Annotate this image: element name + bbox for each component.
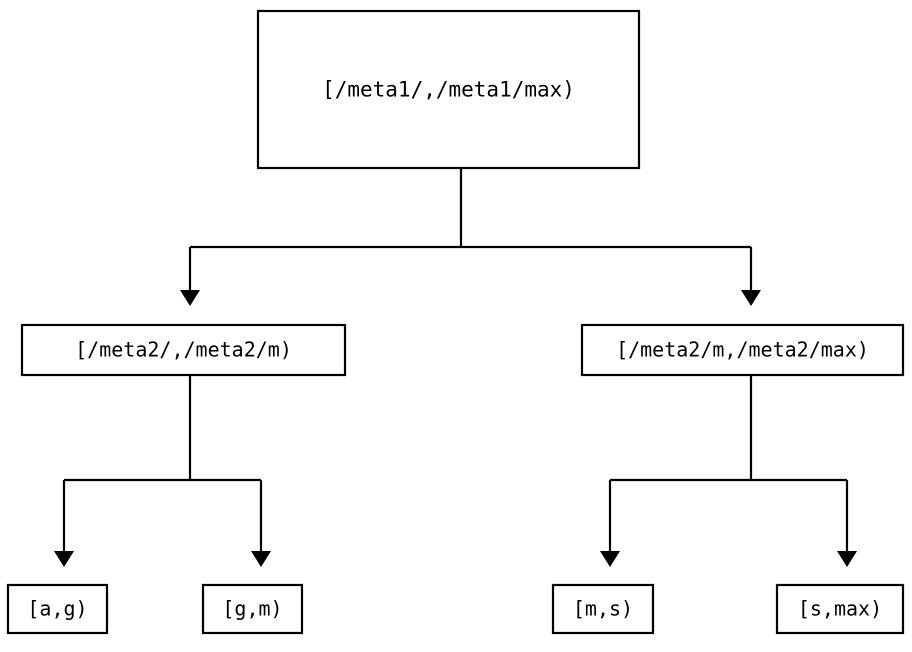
- edge-mid-left-to-a-g: [54, 375, 192, 567]
- arrowhead-icon: [600, 551, 620, 567]
- node-label-root: [/meta1/,/meta1/max): [322, 78, 575, 102]
- node-leaf-m-s[interactable]: [m,s): [551, 583, 655, 635]
- arrowhead-icon: [54, 551, 74, 567]
- node-label-leaf-m-s: [m,s): [573, 597, 633, 621]
- node-label-mid-right: [/meta2/m,/meta2/max): [616, 338, 869, 362]
- node-label-leaf-g-m: [g,m): [222, 597, 282, 621]
- arrowhead-icon: [741, 290, 761, 306]
- node-leaf-s-max[interactable]: [s,max): [775, 583, 905, 635]
- node-leaf-g-m[interactable]: [g,m): [201, 583, 304, 635]
- edge-root-to-mid-right: [461, 245, 761, 306]
- node-mid-left[interactable]: [/meta2/,/meta2/m): [20, 323, 347, 377]
- node-mid-right[interactable]: [/meta2/m,/meta2/max): [580, 323, 905, 377]
- edge-mid-right-to-s-max: [751, 478, 857, 567]
- arrowhead-icon: [180, 290, 200, 306]
- arrowhead-icon: [251, 551, 271, 567]
- node-root[interactable]: [/meta1/,/meta1/max): [256, 9, 641, 170]
- edge-mid-right-to-m-s: [600, 375, 753, 567]
- node-label-leaf-s-max: [s,max): [798, 597, 882, 621]
- arrowhead-icon: [837, 551, 857, 567]
- node-box-mid-left[interactable]: [20, 323, 347, 377]
- node-box-mid-right[interactable]: [580, 323, 905, 377]
- node-box-leaf-m-s[interactable]: [551, 583, 655, 635]
- node-label-mid-left: [/meta2/,/meta2/m): [75, 338, 292, 362]
- edge-mid-left-to-g-m: [190, 478, 271, 567]
- nodes-layer: [/meta1/,/meta1/max) [/meta2/,/meta2/m) [/…: [6, 9, 905, 635]
- edge-root-to-mid-left: [180, 168, 463, 306]
- node-label-leaf-a-g: [a,g): [27, 597, 87, 621]
- node-box-leaf-g-m[interactable]: [201, 583, 304, 635]
- node-box-leaf-a-g[interactable]: [6, 583, 109, 635]
- node-box-root[interactable]: [256, 9, 641, 170]
- edges-layer: [54, 168, 857, 567]
- node-box-leaf-s-max[interactable]: [775, 583, 905, 635]
- node-leaf-a-g[interactable]: [a,g): [6, 583, 109, 635]
